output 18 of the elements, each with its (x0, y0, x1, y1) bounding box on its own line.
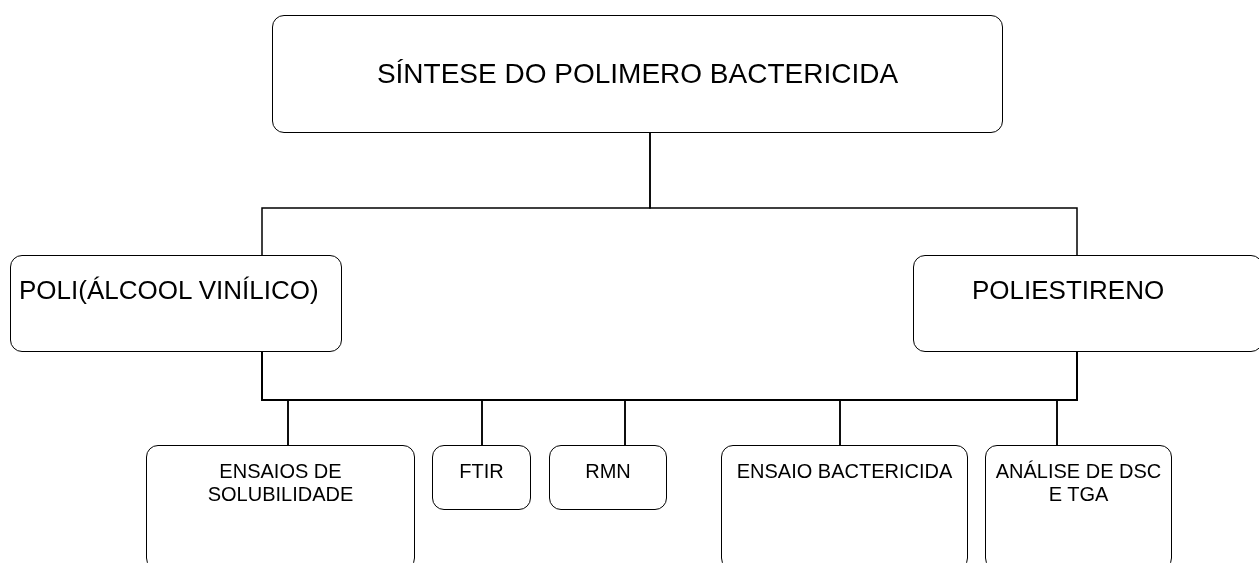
process-box (913, 255, 1259, 352)
process-box (272, 15, 1003, 133)
box-label: RMN (585, 460, 631, 483)
process-box (10, 255, 342, 352)
process-box (549, 445, 667, 510)
process-box (432, 445, 531, 510)
box-label: SÍNTESE DO POLIMERO BACTERICIDA (376, 57, 899, 91)
box-label: ENSAIO BACTERICIDA (736, 460, 953, 483)
box-label: FTIR (459, 460, 504, 483)
box-label: ANÁLISE DE DSC E TGA (994, 460, 1163, 506)
process-box (146, 445, 415, 563)
box-label: POLI(ÁLCOOL VINÍLICO) (19, 276, 319, 306)
box-label: POLIESTIRENO (972, 276, 1165, 306)
connector-line (649, 132, 1078, 256)
connector-line (1056, 351, 1078, 446)
process-box (721, 445, 968, 563)
process-box (985, 445, 1172, 563)
box-label: ENSAIOS DE SOLUBILIDADE (206, 460, 355, 506)
